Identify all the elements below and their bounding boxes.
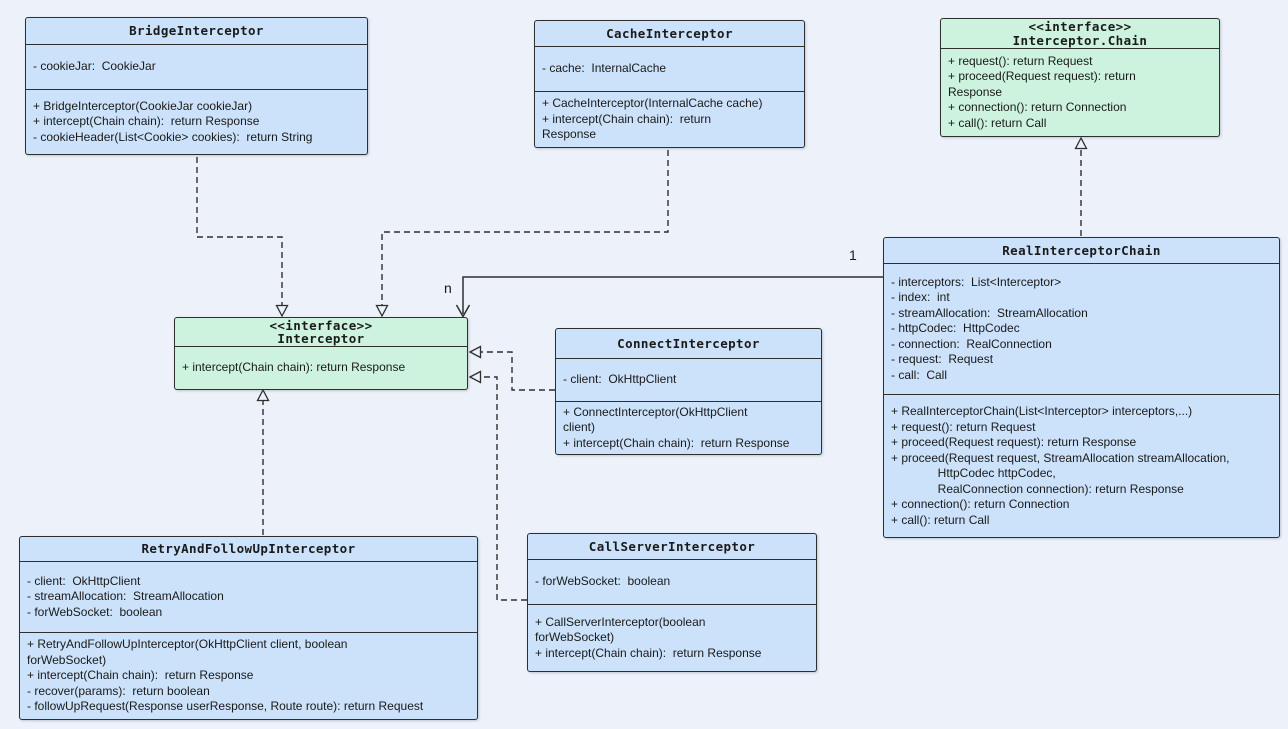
text-line: - streamAllocation: StreamAllocation xyxy=(891,305,1088,320)
text-line: + CacheInterceptor(InternalCache cache) xyxy=(542,96,763,111)
class-box-callserverinterceptor[interactable]: CallServerInterceptor - forWebSocket: bo… xyxy=(527,533,817,672)
realization-connect-to-interceptor xyxy=(481,351,555,391)
multiplicity-label-one: 1 xyxy=(849,247,857,263)
methods-compartment: + RetryAndFollowUpInterceptor(OkHttpClie… xyxy=(20,632,477,719)
attributes-compartment: - cache: InternalCache xyxy=(535,46,804,91)
text-line: - client: OkHttpClient xyxy=(27,573,141,588)
text-line: + CallServerInterceptor(boolean xyxy=(535,614,706,629)
hollow-triangle-arrowhead xyxy=(375,304,389,318)
class-name: CacheInterceptor xyxy=(606,25,733,41)
class-title: BridgeInterceptor xyxy=(26,18,367,44)
class-box-realinterceptorchain[interactable]: RealInterceptorChain - interceptors: Lis… xyxy=(883,237,1280,538)
text-line: + proceed(Request request, StreamAllocat… xyxy=(891,450,1230,465)
text-line: + intercept(Chain chain): return Respons… xyxy=(27,668,254,683)
class-title: CallServerInterceptor xyxy=(528,534,816,559)
realization-cache-to-interceptor xyxy=(381,150,669,306)
methods-compartment: + request(): return Request+ proceed(Req… xyxy=(941,48,1219,136)
attributes-compartment: - forWebSocket: boolean xyxy=(528,559,816,604)
interface-box-interceptor[interactable]: <<interface>> Interceptor + intercept(Ch… xyxy=(174,317,468,390)
class-name: RealInterceptorChain xyxy=(1002,242,1161,258)
text-line: + intercept(Chain chain): return Respons… xyxy=(535,645,762,660)
association-realchain-to-interceptor xyxy=(462,276,883,314)
methods-compartment: + BridgeInterceptor(CookieJar cookieJar)… xyxy=(26,89,367,154)
text-line: + RetryAndFollowUpInterceptor(OkHttpClie… xyxy=(27,637,348,652)
text-line: + call(): return Call xyxy=(891,512,990,527)
text-line: - followUpRequest(Response userResponse,… xyxy=(27,699,424,714)
text-line: + request(): return Request xyxy=(948,53,1093,68)
open-arrowhead xyxy=(455,304,471,319)
stereotype-label: <<interface>> xyxy=(269,317,373,333)
text-line: HttpCodec httpCodec, xyxy=(891,466,1056,480)
class-name: Interceptor xyxy=(277,331,365,346)
class-name: BridgeInterceptor xyxy=(129,23,264,39)
class-box-connectinterceptor[interactable]: ConnectInterceptor - client: OkHttpClien… xyxy=(555,328,822,455)
methods-compartment: + RealInterceptorChain(List<Interceptor>… xyxy=(884,394,1279,537)
class-name: ConnectInterceptor xyxy=(617,335,760,351)
attributes-compartment: - interceptors: List<Interceptor>- index… xyxy=(884,263,1279,394)
multiplicity-label-n: n xyxy=(444,280,452,296)
text-line: + ConnectInterceptor(OkHttpClient xyxy=(563,404,748,419)
text-line: - recover(params): return boolean xyxy=(27,683,210,698)
text-line: - cookieJar: CookieJar xyxy=(33,59,156,74)
text-line: - request: Request xyxy=(891,352,994,367)
text-line: - client: OkHttpClient xyxy=(563,372,677,387)
text-line: forWebSocket) xyxy=(27,652,107,667)
class-box-bridgeinterceptor[interactable]: BridgeInterceptor - cookieJar: CookieJar… xyxy=(25,17,368,155)
text-line: - streamAllocation: StreamAllocation xyxy=(27,589,224,604)
hollow-triangle-arrowhead xyxy=(468,370,482,384)
class-name: Interceptor.Chain xyxy=(1012,32,1148,48)
realization-bridge-to-interceptor xyxy=(196,157,283,306)
class-box-retryandfollowupinterceptor[interactable]: RetryAndFollowUpInterceptor - client: Ok… xyxy=(19,536,478,720)
attributes-compartment: - client: OkHttpClient- streamAllocation… xyxy=(20,561,477,632)
text-line: + proceed(Request request): return Respo… xyxy=(891,435,1137,449)
text-line: Response xyxy=(542,127,597,142)
class-name: CallServerInterceptor xyxy=(588,538,756,554)
hollow-triangle-arrowhead xyxy=(468,345,482,359)
text-line: + connection(): return Connection xyxy=(948,100,1127,115)
class-title: RealInterceptorChain xyxy=(884,238,1279,263)
text-line: + intercept(Chain chain): return Respons… xyxy=(33,114,260,129)
hollow-triangle-arrowhead xyxy=(275,304,289,318)
text-line: - cookieHeader(List<Cookie> cookies): re… xyxy=(33,129,313,144)
text-line: - cache: InternalCache xyxy=(542,61,667,76)
text-line: + proceed(Request request): return xyxy=(948,69,1136,84)
class-name: RetryAndFollowUpInterceptor xyxy=(141,541,356,557)
class-title: RetryAndFollowUpInterceptor xyxy=(20,537,477,561)
text-line: + intercept(Chain chain): return Respons… xyxy=(182,360,406,375)
text-line: - call: Call xyxy=(891,367,948,382)
methods-compartment: + CacheInterceptor(InternalCache cache)+… xyxy=(535,91,804,147)
attributes-compartment: - cookieJar: CookieJar xyxy=(26,44,367,89)
stereotype-label: <<interface>> xyxy=(1028,19,1132,34)
attributes-compartment: - client: OkHttpClient xyxy=(556,358,821,401)
text-line: + call(): return Call xyxy=(948,115,1047,130)
text-line: + BridgeInterceptor(CookieJar cookieJar) xyxy=(33,98,253,113)
text-line: - index: int xyxy=(891,290,950,305)
interface-box-interceptor-chain[interactable]: <<interface>> Interceptor.Chain + reques… xyxy=(940,18,1220,137)
text-line: + request(): return Request xyxy=(891,419,1036,434)
text-line: - httpCodec: HttpCodec xyxy=(891,321,1020,336)
text-line: client) xyxy=(563,420,596,435)
text-line: - forWebSocket: boolean xyxy=(27,604,163,619)
text-line: - interceptors: List<Interceptor> xyxy=(891,274,1062,289)
text-line: - forWebSocket: boolean xyxy=(535,574,671,589)
interface-title: <<interface>> Interceptor xyxy=(175,318,467,346)
methods-compartment: + intercept(Chain chain): return Respons… xyxy=(175,346,467,389)
text-line: Response xyxy=(948,84,1003,99)
text-line: + intercept(Chain chain): return Respons… xyxy=(563,435,790,450)
hollow-triangle-arrowhead xyxy=(256,388,270,402)
text-line: RealConnection connection): return Respo… xyxy=(891,481,1184,496)
hollow-triangle-arrowhead xyxy=(1074,136,1088,150)
interface-title: <<interface>> Interceptor.Chain xyxy=(941,19,1219,48)
text-line: + intercept(Chain chain): return xyxy=(542,111,712,126)
text-line: - connection: RealConnection xyxy=(891,336,1052,351)
class-title: CacheInterceptor xyxy=(535,21,804,46)
text-line: + connection(): return Connection xyxy=(891,497,1070,511)
text-line: + RealInterceptorChain(List<Interceptor>… xyxy=(891,404,1193,418)
realization-callserver-to-interceptor xyxy=(481,376,527,601)
class-box-cacheinterceptor[interactable]: CacheInterceptor - cache: InternalCache … xyxy=(534,20,805,148)
text-line: forWebSocket) xyxy=(535,630,615,645)
class-title: ConnectInterceptor xyxy=(556,329,821,358)
